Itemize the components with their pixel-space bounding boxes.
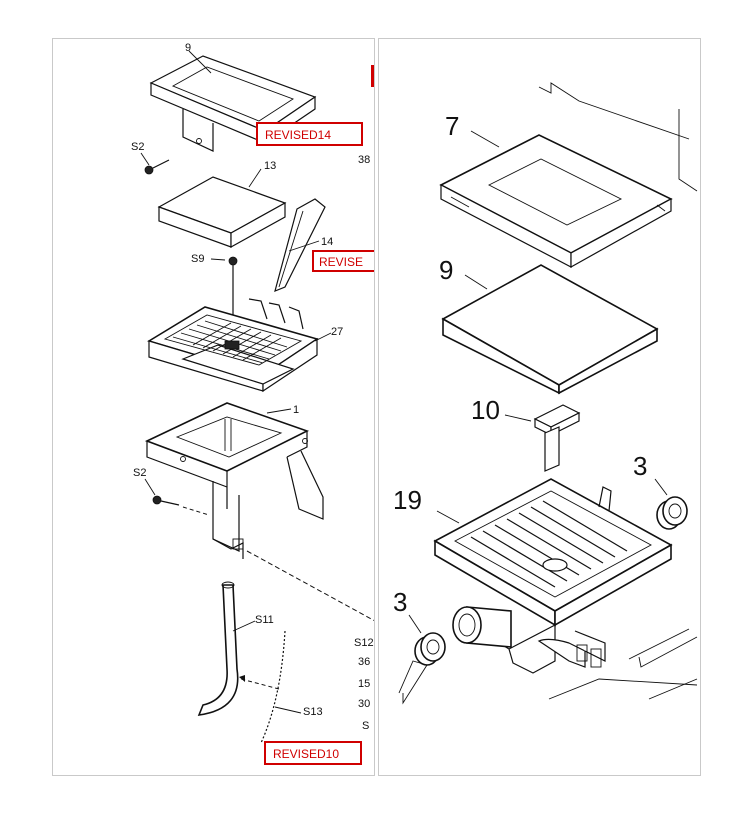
right-exploded-diagram: 7 9 10 3 <box>378 38 701 776</box>
part-3-ring-left <box>414 632 446 666</box>
part-27-tray <box>147 298 319 393</box>
label-s2-top: S2 <box>131 141 144 153</box>
part-10-tblock <box>533 404 581 472</box>
part-9-cover <box>149 55 317 152</box>
label-9-right: 9 <box>439 255 453 285</box>
label-38: 38 <box>358 154 370 166</box>
bg-outline-bottom-left <box>398 660 428 705</box>
label-13: 13 <box>264 160 276 172</box>
part-13-pad <box>157 176 287 249</box>
label-14: 14 <box>321 236 333 248</box>
label-15: 15 <box>358 678 370 690</box>
screw-s2-bottom <box>152 495 180 506</box>
part-1-frame <box>144 402 324 559</box>
label-30: 30 <box>358 698 370 710</box>
revision-text-14: REVISED14 <box>265 128 331 142</box>
leader-dashed-long <box>246 550 374 622</box>
revision-text-10: REVISED10 <box>273 747 339 761</box>
part-3-ring-right <box>656 496 688 530</box>
right-diagram-svg: 7 9 10 3 <box>393 82 698 705</box>
part-s11-hose <box>197 581 239 716</box>
bg-outline-top <box>538 82 690 140</box>
label-10: 10 <box>471 395 500 425</box>
label-3-left: 3 <box>393 587 407 617</box>
label-19: 19 <box>393 485 422 515</box>
bg-outline-bottom-right-b <box>638 636 698 668</box>
part-7-frame <box>439 134 673 269</box>
label-36: 36 <box>358 656 370 668</box>
label-s12: S12 <box>354 637 374 649</box>
label-7: 7 <box>445 111 459 141</box>
bg-outline-right <box>678 109 698 192</box>
left-exploded-diagram: 9 S2 REVISED14 38 13 14 REVISE <box>52 38 375 776</box>
revision-box-10 <box>264 741 362 765</box>
label-s13: S13 <box>303 706 323 718</box>
screw-s2-top <box>144 159 170 175</box>
label-s11: S11 <box>255 614 274 626</box>
label-9: 9 <box>185 42 191 54</box>
label-s9: S9 <box>191 253 204 265</box>
label-1: 1 <box>293 404 299 416</box>
bg-outline-bottom-d <box>648 678 698 700</box>
screw-s9 <box>228 256 238 315</box>
part-19-tray <box>433 478 673 674</box>
revision-text-partial: REVISE <box>319 255 363 269</box>
revision-edge-mark <box>371 65 374 87</box>
revision-box-partial <box>312 250 374 272</box>
left-diagram-svg: 9 S2 REVISED14 38 13 14 REVISE <box>131 42 374 765</box>
part-s13-spring <box>260 630 286 744</box>
part-drain-pipe <box>452 606 512 648</box>
bg-outline-bottom-right-a <box>628 628 690 660</box>
part-14-stick <box>274 198 326 293</box>
label-s2-bottom: S2 <box>133 467 146 479</box>
label-s: S <box>362 720 369 732</box>
part-9-pad <box>441 264 659 395</box>
bg-outline-bottom-c <box>548 678 698 700</box>
label-27: 27 <box>331 326 343 338</box>
revision-box-14 <box>256 122 363 146</box>
label-3-right: 3 <box>633 451 647 481</box>
